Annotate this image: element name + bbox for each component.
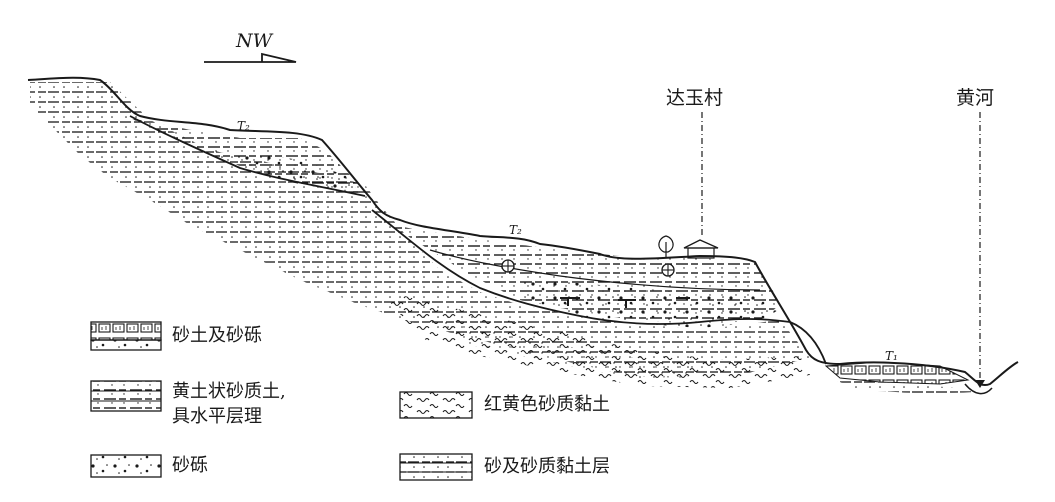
compass-label: NW	[235, 30, 274, 52]
artifact-marker-icon	[560, 297, 690, 308]
compass-arrow-icon	[204, 52, 297, 63]
strata-middle-terrace	[390, 225, 780, 328]
boundary-line-upper	[129, 115, 366, 197]
north-west-arrow: NW	[204, 30, 297, 63]
legend-symbol-loess-like	[90, 380, 162, 412]
river-marker-icon	[975, 380, 985, 388]
village-house-icon	[683, 239, 719, 259]
legend-symbol-gravel	[90, 454, 162, 478]
boundary-line-main	[371, 209, 827, 365]
legend-symbol-sand-clay-layers	[399, 453, 473, 481]
legend-symbol-red-yellow-clay	[399, 391, 473, 419]
sample-marker-icon	[501, 259, 675, 277]
river-bank	[964, 383, 993, 395]
boundary-line-terrace-base	[429, 249, 761, 291]
strata-upper-slope	[130, 118, 370, 196]
terrace-label-middle: T₂	[509, 223, 522, 237]
village-label: 达玉村	[666, 87, 723, 109]
ground-surface-profile	[27, 76, 1019, 386]
legend-symbol-sand-soil-gravel	[90, 321, 162, 351]
village-tree-icon	[658, 235, 674, 258]
strata-lower-terrace	[824, 361, 975, 394]
terrace-label-upper: T₂	[237, 119, 250, 133]
river-label: 黄河	[956, 87, 994, 109]
terrace-label-lower: T₁	[885, 349, 898, 363]
